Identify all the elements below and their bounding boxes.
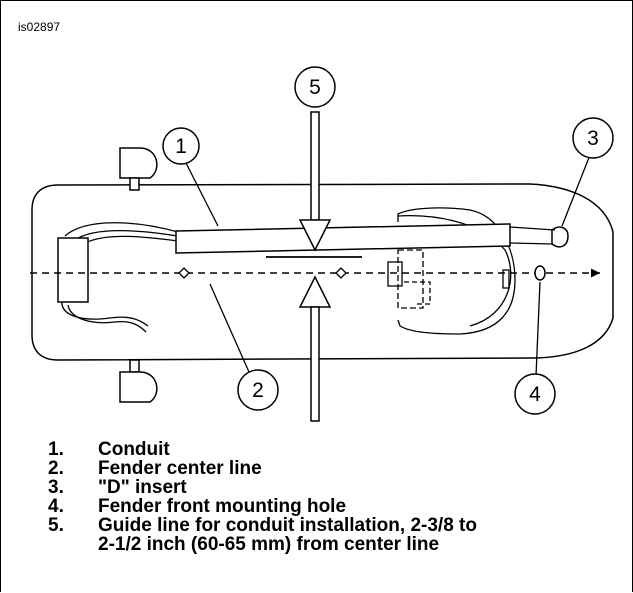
legend-text: "D" insert [98,477,187,498]
legend-number: 4. [48,496,64,517]
fender-outline [31,183,614,361]
turn-signal-lamp-bottom [119,359,158,403]
callout-4: 4 [514,373,556,415]
legend-number: 1. [48,439,64,460]
legend-item: 3. "D" insert [48,478,477,497]
legend-item: 4. Fender front mounting hole [48,497,477,516]
legend-text: Conduit [98,439,170,460]
svg-text:2: 2 [252,379,264,402]
d-insert [551,226,569,248]
conduit [175,223,511,254]
legend: 1. Conduit 2. Fender center line 3. "D" … [48,440,477,554]
legend-text: Guide line for conduit installation, 2-3… [98,515,477,555]
legend-item: 1. Conduit [48,440,477,459]
callout-5: 5 [294,66,336,108]
svg-text:4: 4 [529,383,541,406]
legend-item: 5. Guide line for conduit installation, … [48,516,477,554]
guide-line-arrow-top [298,111,332,252]
svg-text:1: 1 [175,135,187,158]
svg-text:3: 3 [587,127,599,150]
legend-text: Fender center line [98,458,262,479]
legend-text: Fender front mounting hole [98,496,347,517]
guide-line-arrow-bottom [298,275,332,422]
turn-signal-lamp-top [119,147,158,191]
callout-3: 3 [572,117,614,159]
callout-1: 1 [162,127,200,165]
legend-number: 3. [48,477,64,498]
legend-number: 2. [48,458,64,479]
mounting-bracket [387,207,516,335]
connector-block [57,237,89,303]
fender-front-mounting-hole [534,265,546,281]
conduit-end-tube [509,226,556,245]
fender-diagram: 1 2 3 4 5 [30,66,614,422]
legend-item: 2. Fender center line [48,459,477,478]
figure-id: is02897 [18,20,61,34]
callout-2: 2 [237,369,279,411]
center-line-holes [178,267,347,279]
legend-number: 5. [48,515,64,536]
svg-text:5: 5 [309,76,321,99]
callout-leaders [185,154,591,377]
